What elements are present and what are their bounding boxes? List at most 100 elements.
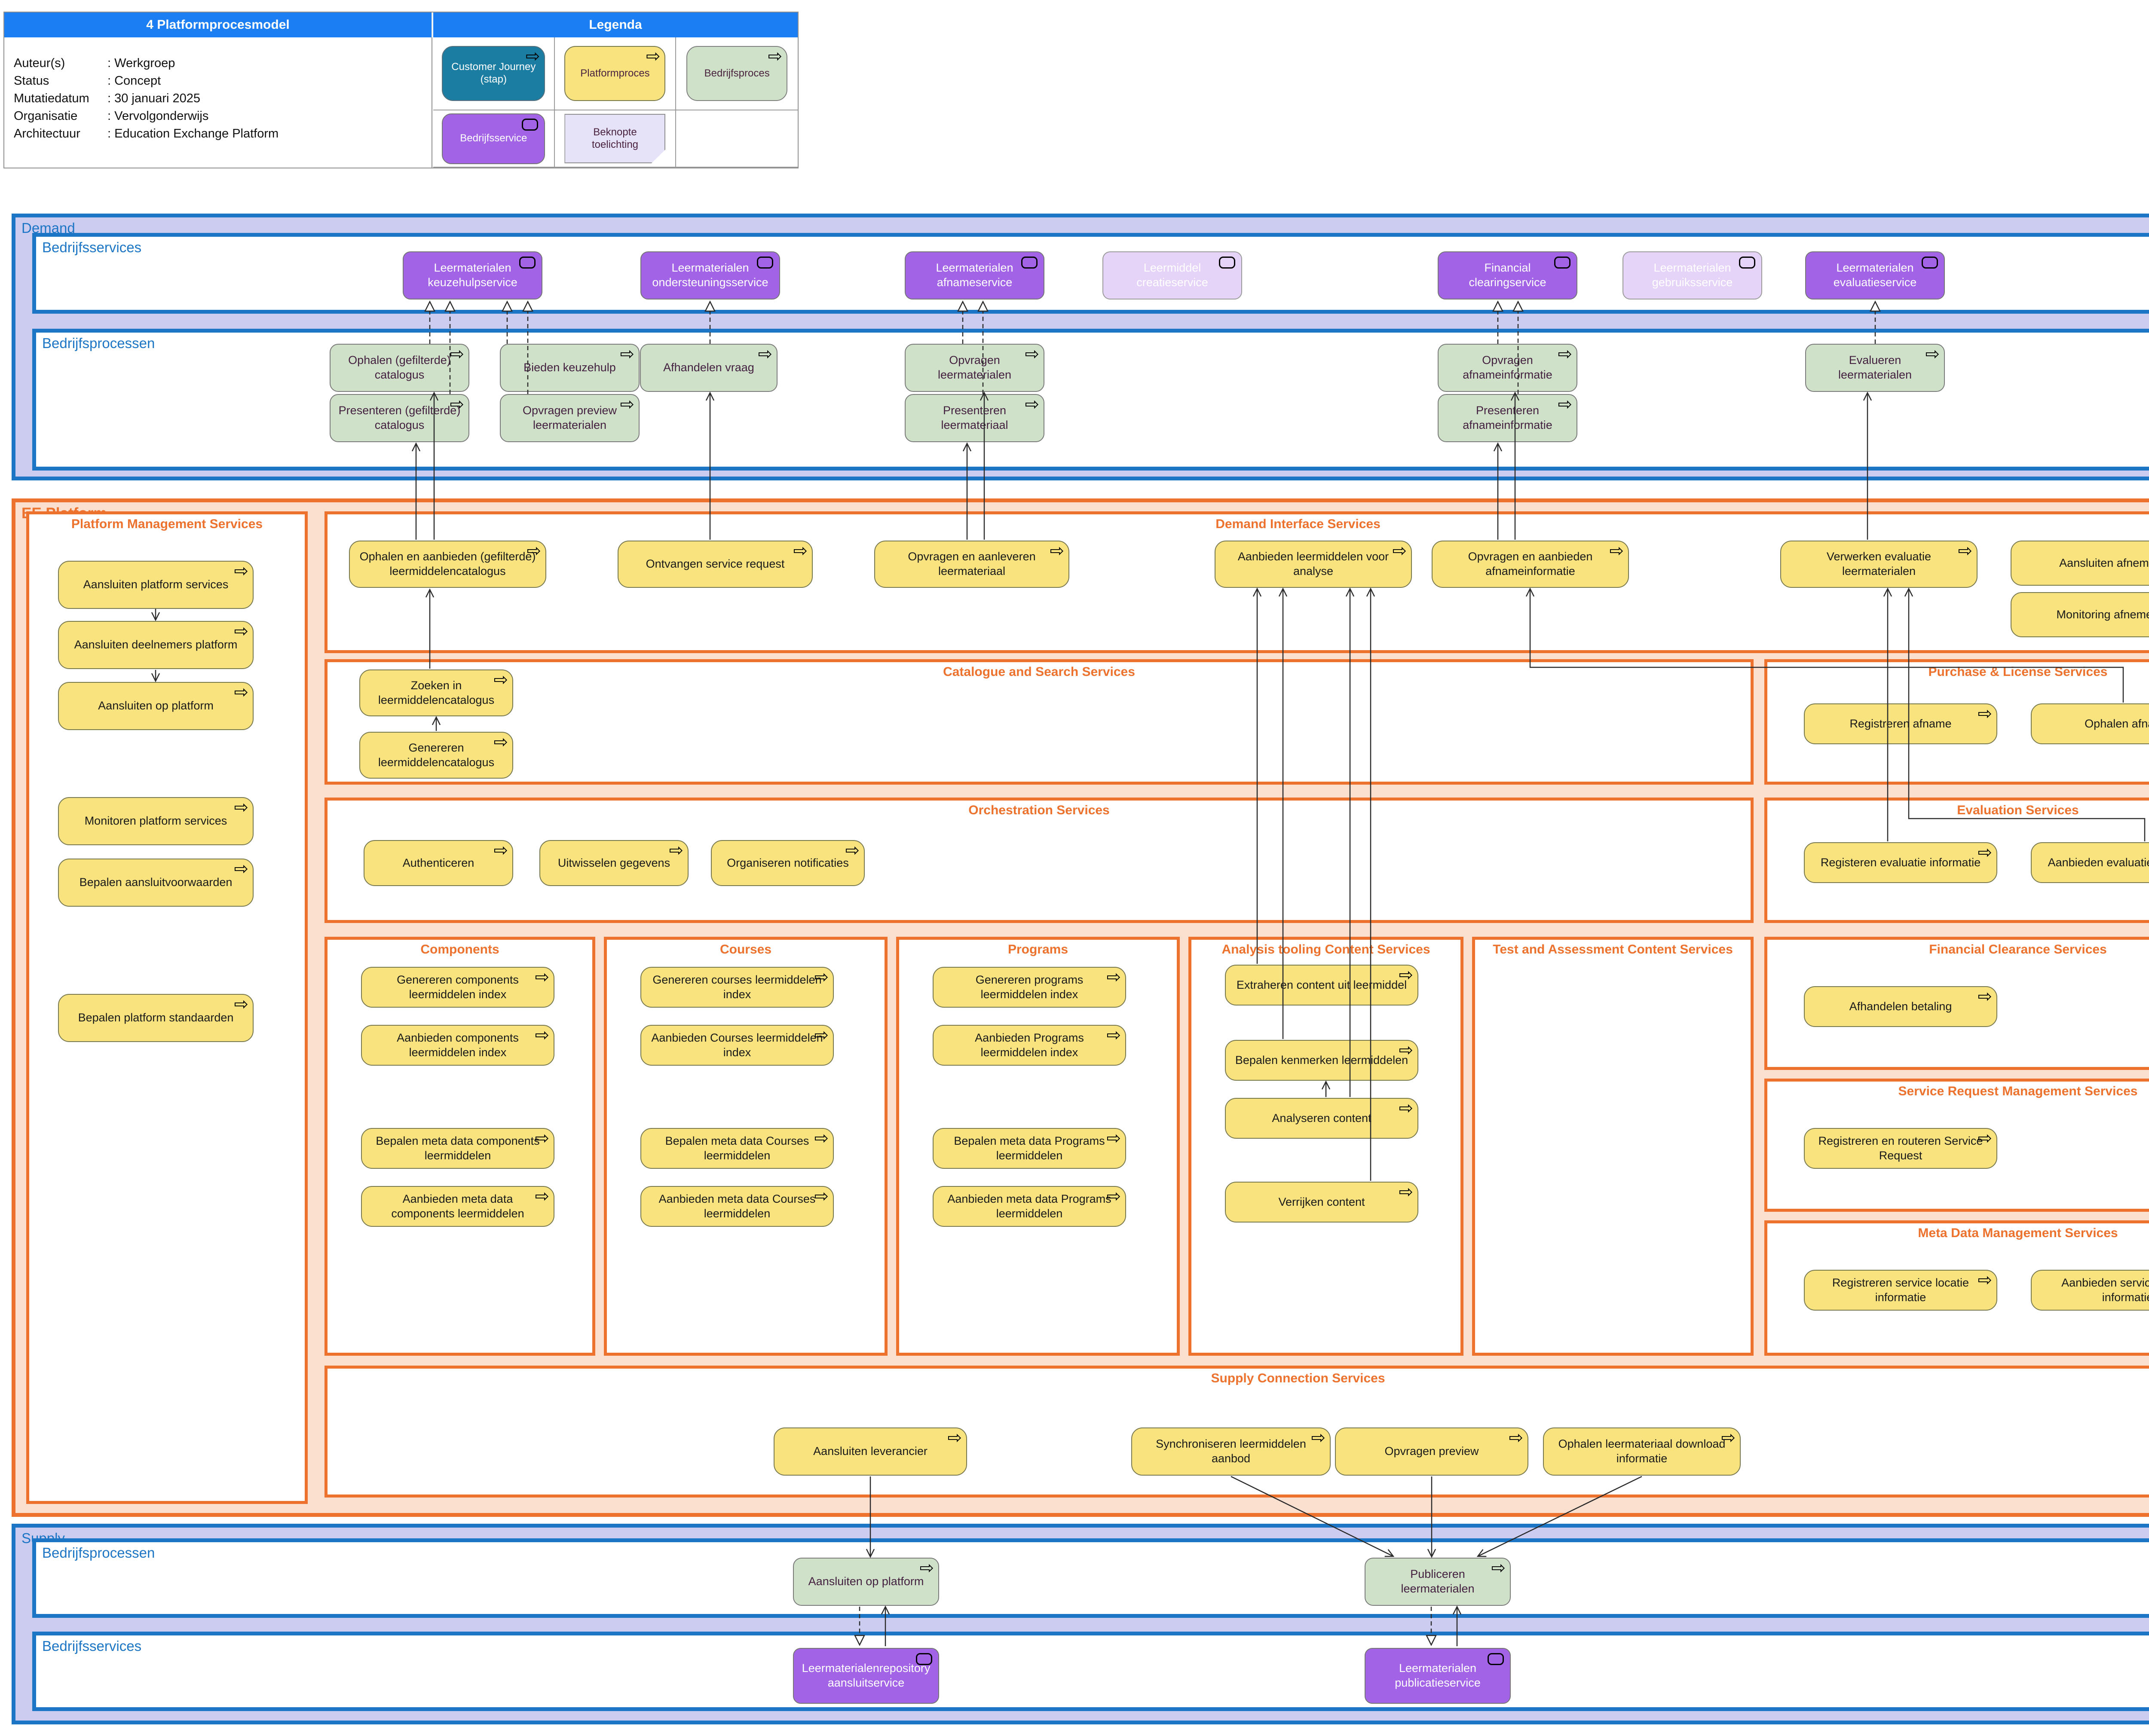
comp-aanbieden-meta-data[interactable]: ⇨Aanbieden meta data components leermidd…	[361, 1186, 554, 1227]
meta-row-auteur: Auteur(s): Werkgroep	[14, 55, 432, 72]
node-label: Presenteren (gefilterde) catalogus	[338, 404, 461, 431]
mdms-aanbieden-service-locatie[interactable]: ⇨Aanbieden service locatie informatie	[2031, 1270, 2149, 1311]
process-presenteren-catalogus[interactable]: ⇨Presenteren (gefilterde) catalogus	[330, 394, 469, 442]
service-ondersteuningsservice[interactable]: Leermaterialen ondersteuningsservice	[640, 251, 780, 300]
comp-genereren-index[interactable]: ⇨Genereren components leermiddelen index	[361, 967, 554, 1008]
pms-aansluiten-platform-services[interactable]: ⇨Aansluiten platform services	[58, 561, 254, 609]
scs-opvragen-preview[interactable]: ⇨Opvragen preview	[1335, 1427, 1528, 1476]
group-platform-management-title: Platform Management Services	[71, 517, 263, 531]
meta-label: Status	[14, 74, 49, 88]
dis-opvragen-aanleveren-leermateriaal[interactable]: ⇨Opvragen en aanleveren leermateriaal	[874, 541, 1069, 588]
pms-aansluiten-op-platform[interactable]: ⇨Aansluiten op platform	[58, 682, 254, 730]
srms-registreren-routeren-service-request[interactable]: ⇨Registreren en routeren Service Request	[1804, 1128, 1997, 1169]
node-label: Registeren evaluatie informatie	[1820, 856, 1981, 869]
process-presenteren-afnameinformatie[interactable]: ⇨Presenteren afnameinformatie	[1438, 394, 1577, 442]
node-label: Opvragen preview leermaterialen	[522, 404, 617, 431]
legend-cell: ⇨ Customer Journey (stap)	[433, 37, 555, 110]
orch-uitwisselen-gegevens[interactable]: ⇨Uitwisselen gegevens	[539, 840, 689, 886]
group-meta-data-title: Meta Data Management Services	[1918, 1226, 2118, 1240]
dis-ophalen-aanbieden-catalogus[interactable]: ⇨Ophalen en aanbieden (gefilterde) leerm…	[349, 541, 546, 588]
process-arrow-icon: ⇨	[793, 541, 808, 561]
css-zoeken-leermiddelencatalogus[interactable]: ⇨Zoeken in leermiddelencatalogus	[359, 669, 513, 716]
process-afhandelen-vraag[interactable]: ⇨Afhandelen vraag	[640, 344, 778, 392]
ana-extraheren-content[interactable]: ⇨Extraheren content uit leermiddel	[1225, 965, 1418, 1006]
group-analysis-tooling: Analysis tooling Content Services	[1188, 937, 1463, 1356]
dis-aanbieden-leermiddelen-analyse[interactable]: ⇨Aanbieden leermiddelen voor analyse	[1215, 541, 1412, 588]
dis-verwerken-evaluatie-leermaterialen[interactable]: ⇨Verwerken evaluatie leermaterialen	[1780, 541, 1978, 588]
prog-genereren-index[interactable]: ⇨Genereren programs leermiddelen index	[933, 967, 1126, 1008]
dis-ontvangen-service-request[interactable]: ⇨Ontvangen service request	[618, 541, 813, 588]
process-evalueren-leermaterialen[interactable]: ⇨Evalueren leermaterialen	[1805, 344, 1945, 392]
meta-row-status: Status: Concept	[14, 72, 432, 90]
pms-bepalen-aansluitvoorwaarden[interactable]: ⇨Bepalen aansluitvoorwaarden	[58, 859, 254, 907]
course-bepalen-meta-data[interactable]: ⇨Bepalen meta data Courses leermiddelen	[640, 1128, 834, 1169]
pms-aansluiten-deelnemers-platform[interactable]: ⇨Aansluiten deelnemers platform	[58, 621, 254, 669]
legend-label: Customer Journey (stap)	[451, 61, 536, 85]
node-label: Verrijken content	[1278, 1195, 1365, 1208]
supply-leermaterialen-publicatieservice[interactable]: Leermaterialen publicatieservice	[1365, 1648, 1511, 1704]
scs-synchroniseren-aanbod[interactable]: ⇨Synchroniseren leermiddelen aanbod	[1131, 1427, 1331, 1476]
service-creatieservice[interactable]: Leermiddel creatieservice	[1102, 251, 1242, 300]
node-label: Ophalen leermateriaal download informati…	[1558, 1437, 1726, 1465]
service-financial-clearingservice[interactable]: Financial clearingservice	[1438, 251, 1577, 300]
ana-verrijken-content[interactable]: ⇨Verrijken content	[1225, 1182, 1418, 1223]
comp-aanbieden-index[interactable]: ⇨Aanbieden components leermiddelen index	[361, 1025, 554, 1066]
eval-aanbieden-evaluatie-informatie[interactable]: ⇨Aanbieden evaluatie informatie	[2031, 842, 2149, 883]
legend-title-text: Legenda	[589, 18, 642, 32]
dis-monitoring-afnemers[interactable]: ⇨Monitoring afnemers	[2011, 592, 2149, 637]
pls-registreren-afname[interactable]: ⇨Registreren afname	[1804, 703, 1997, 744]
process-arrow-icon: ⇨	[1311, 1428, 1326, 1448]
service-evaluatieservice[interactable]: Leermaterialen evaluatieservice	[1805, 251, 1945, 300]
orch-authenticeren[interactable]: ⇨Authenticeren	[364, 840, 513, 886]
pms-monitoren-platform-services[interactable]: ⇨Monitoren platform services	[58, 797, 254, 845]
css-genereren-leermiddelencatalogus[interactable]: ⇨Genereren leermiddelencatalogus	[359, 732, 513, 779]
supply-publiceren-leermaterialen[interactable]: ⇨Publiceren leermaterialen	[1365, 1558, 1511, 1606]
group-test-assessment: Test and Assessment Content Services	[1472, 937, 1754, 1356]
process-bieden-keuzehulp[interactable]: ⇨Bieden keuzehulp	[500, 344, 640, 392]
supply-leermaterialenrepository-aansluitservice[interactable]: Leermaterialenrepository aansluitservice	[793, 1648, 939, 1704]
service-icon	[916, 1653, 932, 1665]
process-arrow-icon: ⇨	[1399, 965, 1413, 985]
pms-bepalen-platform-standaarden[interactable]: ⇨Bepalen platform standaarden	[58, 994, 254, 1042]
node-label: Aanbieden Programs leermiddelen index	[975, 1031, 1084, 1059]
dis-opvragen-aanbieden-afnameinformatie[interactable]: ⇨Opvragen en aanbieden afnameinformatie	[1432, 541, 1629, 588]
process-ophalen-catalogus[interactable]: ⇨Ophalen (gefilterde) catalogus	[330, 344, 469, 392]
pls-ophalen-afname[interactable]: ⇨Ophalen afname	[2031, 703, 2149, 744]
process-opvragen-preview-leermaterialen[interactable]: ⇨Opvragen preview leermaterialen	[500, 394, 640, 442]
group-catalogue-search-title: Catalogue and Search Services	[943, 665, 1135, 679]
node-label: Opvragen leermaterialen	[937, 354, 1012, 381]
course-aanbieden-meta-data[interactable]: ⇨Aanbieden meta data Courses leermiddele…	[640, 1186, 834, 1227]
supply-aansluiten-op-platform[interactable]: ⇨Aansluiten op platform	[793, 1558, 939, 1606]
node-label: Genereren programs leermiddelen index	[975, 973, 1084, 1001]
prog-bepalen-meta-data[interactable]: ⇨Bepalen meta data Programs leermiddelen	[933, 1128, 1126, 1169]
group-courses-title: Courses	[719, 942, 772, 957]
process-presenteren-leermateriaal[interactable]: ⇨Presenteren leermateriaal	[905, 394, 1044, 442]
process-arrow-icon: ⇨	[646, 46, 661, 66]
process-opvragen-leermaterialen[interactable]: ⇨Opvragen leermaterialen	[905, 344, 1044, 392]
service-gebruiksservice[interactable]: Leermaterialen gebruiksservice	[1622, 251, 1762, 300]
process-arrow-icon: ⇨	[758, 344, 772, 364]
prog-aanbieden-meta-data[interactable]: ⇨Aanbieden meta data Programs leermiddel…	[933, 1186, 1126, 1227]
group-analysis-tooling-title: Analysis tooling Content Services	[1221, 942, 1430, 957]
node-label: Genereren courses leermiddelen index	[652, 973, 822, 1001]
orch-organiseren-notificaties[interactable]: ⇨Organiseren notificaties	[711, 840, 865, 886]
service-keuzehulpservice[interactable]: Leermaterialen keuzehulpservice	[403, 251, 542, 300]
mdms-registreren-service-locatie[interactable]: ⇨Registreren service locatie informatie	[1804, 1270, 1997, 1311]
ana-bepalen-kenmerken[interactable]: ⇨Bepalen kenmerken leermiddelen	[1225, 1040, 1418, 1081]
dis-aansluiten-afnemer[interactable]: ⇨Aansluiten afnemer	[2011, 541, 2149, 586]
ana-analyseren-content[interactable]: ⇨Analyseren content	[1225, 1098, 1418, 1139]
node-label: Aanbieden service locatie informatie	[2061, 1276, 2149, 1304]
scs-ophalen-download-informatie[interactable]: ⇨Ophalen leermateriaal download informat…	[1543, 1427, 1741, 1476]
node-label: Aansluiten op platform	[808, 1575, 924, 1588]
process-opvragen-afnameinformatie[interactable]: ⇨Opvragen afnameinformatie	[1438, 344, 1577, 392]
course-genereren-index[interactable]: ⇨Genereren courses leermiddelen index	[640, 967, 834, 1008]
course-aanbieden-index[interactable]: ⇨Aanbieden Courses leermiddelen index	[640, 1025, 834, 1066]
node-label: Leermaterialen keuzehulpservice	[428, 261, 517, 289]
scs-aansluiten-leverancier[interactable]: ⇨Aansluiten leverancier	[774, 1427, 967, 1476]
fcs-afhandelen-betaling[interactable]: ⇨Afhandelen betaling	[1804, 986, 1997, 1027]
prog-aanbieden-index[interactable]: ⇨Aanbieden Programs leermiddelen index	[933, 1025, 1126, 1066]
eval-registeren-evaluatie-informatie[interactable]: ⇨Registeren evaluatie informatie	[1804, 842, 1997, 883]
service-afnameservice[interactable]: Leermaterialen afnameservice	[905, 251, 1044, 300]
node-label: Bepalen meta data components leermiddele…	[376, 1134, 540, 1162]
comp-bepalen-meta-data[interactable]: ⇨Bepalen meta data components leermiddel…	[361, 1128, 554, 1169]
